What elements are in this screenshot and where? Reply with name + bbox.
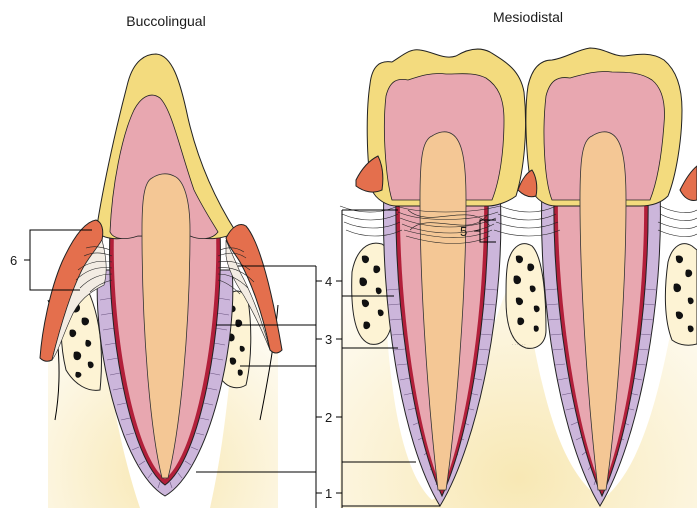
- mesiodistal-title: Mesiodistal: [493, 9, 563, 25]
- label-tick-marks: [316, 281, 342, 493]
- label-2: 2: [325, 410, 332, 425]
- label-5: 5: [460, 224, 467, 239]
- gingiva-md-left: [356, 156, 383, 192]
- buccolingual-section: [40, 54, 282, 508]
- label-6: 6: [10, 253, 17, 268]
- gingiva-md-right: [680, 166, 697, 201]
- label-4: 4: [325, 274, 332, 289]
- label-1: 1: [325, 486, 332, 501]
- septum-fine-print: · · · · · ·: [512, 342, 526, 347]
- interdental-septum-middle: [506, 244, 546, 349]
- label-3: 3: [325, 332, 332, 347]
- buccolingual-title: Buccolingual: [126, 13, 205, 29]
- mesiodistal-section: · · · · · ·: [340, 48, 697, 508]
